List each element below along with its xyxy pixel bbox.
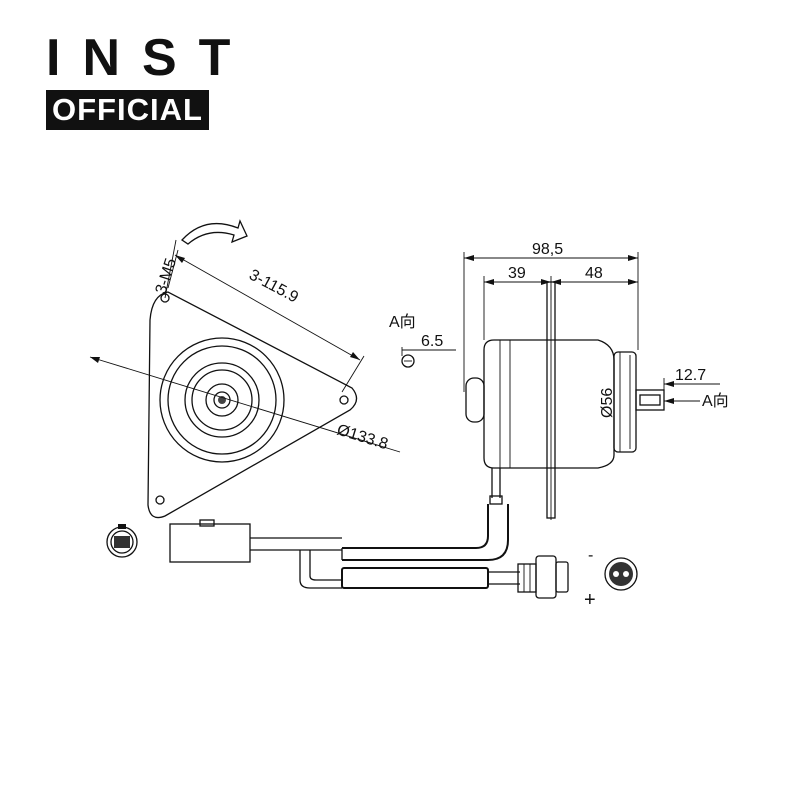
mount-hole — [339, 395, 349, 405]
side-view — [463, 252, 720, 520]
shaft-length-label: 12.7 — [675, 367, 706, 384]
rear-length-label: 48 — [585, 265, 603, 282]
brand-badge: OFFICIAL — [46, 90, 209, 130]
front-length-label: 39 — [508, 265, 526, 282]
wiring-harness — [106, 468, 638, 599]
connector-face-icon — [604, 557, 638, 591]
motor-housing-outline — [159, 337, 285, 463]
mount-hole — [160, 293, 170, 303]
front-view — [89, 219, 401, 519]
mount-holes-label: 3-M5 — [153, 256, 180, 296]
brand-logo: INST OFFICIAL — [46, 29, 253, 130]
rotation-arrow-icon — [181, 219, 248, 245]
connector-plug-icon — [517, 555, 569, 599]
connector-socket-icon — [106, 524, 138, 558]
view-a-arrow-label: A向 — [702, 392, 729, 410]
triangular-flange — [147, 291, 358, 519]
body-diameter-label: Ø56 — [599, 388, 616, 418]
view-a-label: A向 — [389, 313, 416, 331]
mount-hole — [155, 495, 165, 505]
view-a-detail — [401, 347, 456, 368]
overall-length-label: 98,5 — [532, 241, 563, 258]
brand-title: INST — [46, 29, 253, 87]
flange-diameter-label: Ø133.8 — [335, 422, 390, 454]
negative-terminal-label: - — [588, 547, 593, 564]
shaft-flat-label: 6.5 — [421, 333, 443, 350]
connector-housing — [169, 523, 251, 563]
positive-terminal-label: + — [584, 589, 596, 611]
